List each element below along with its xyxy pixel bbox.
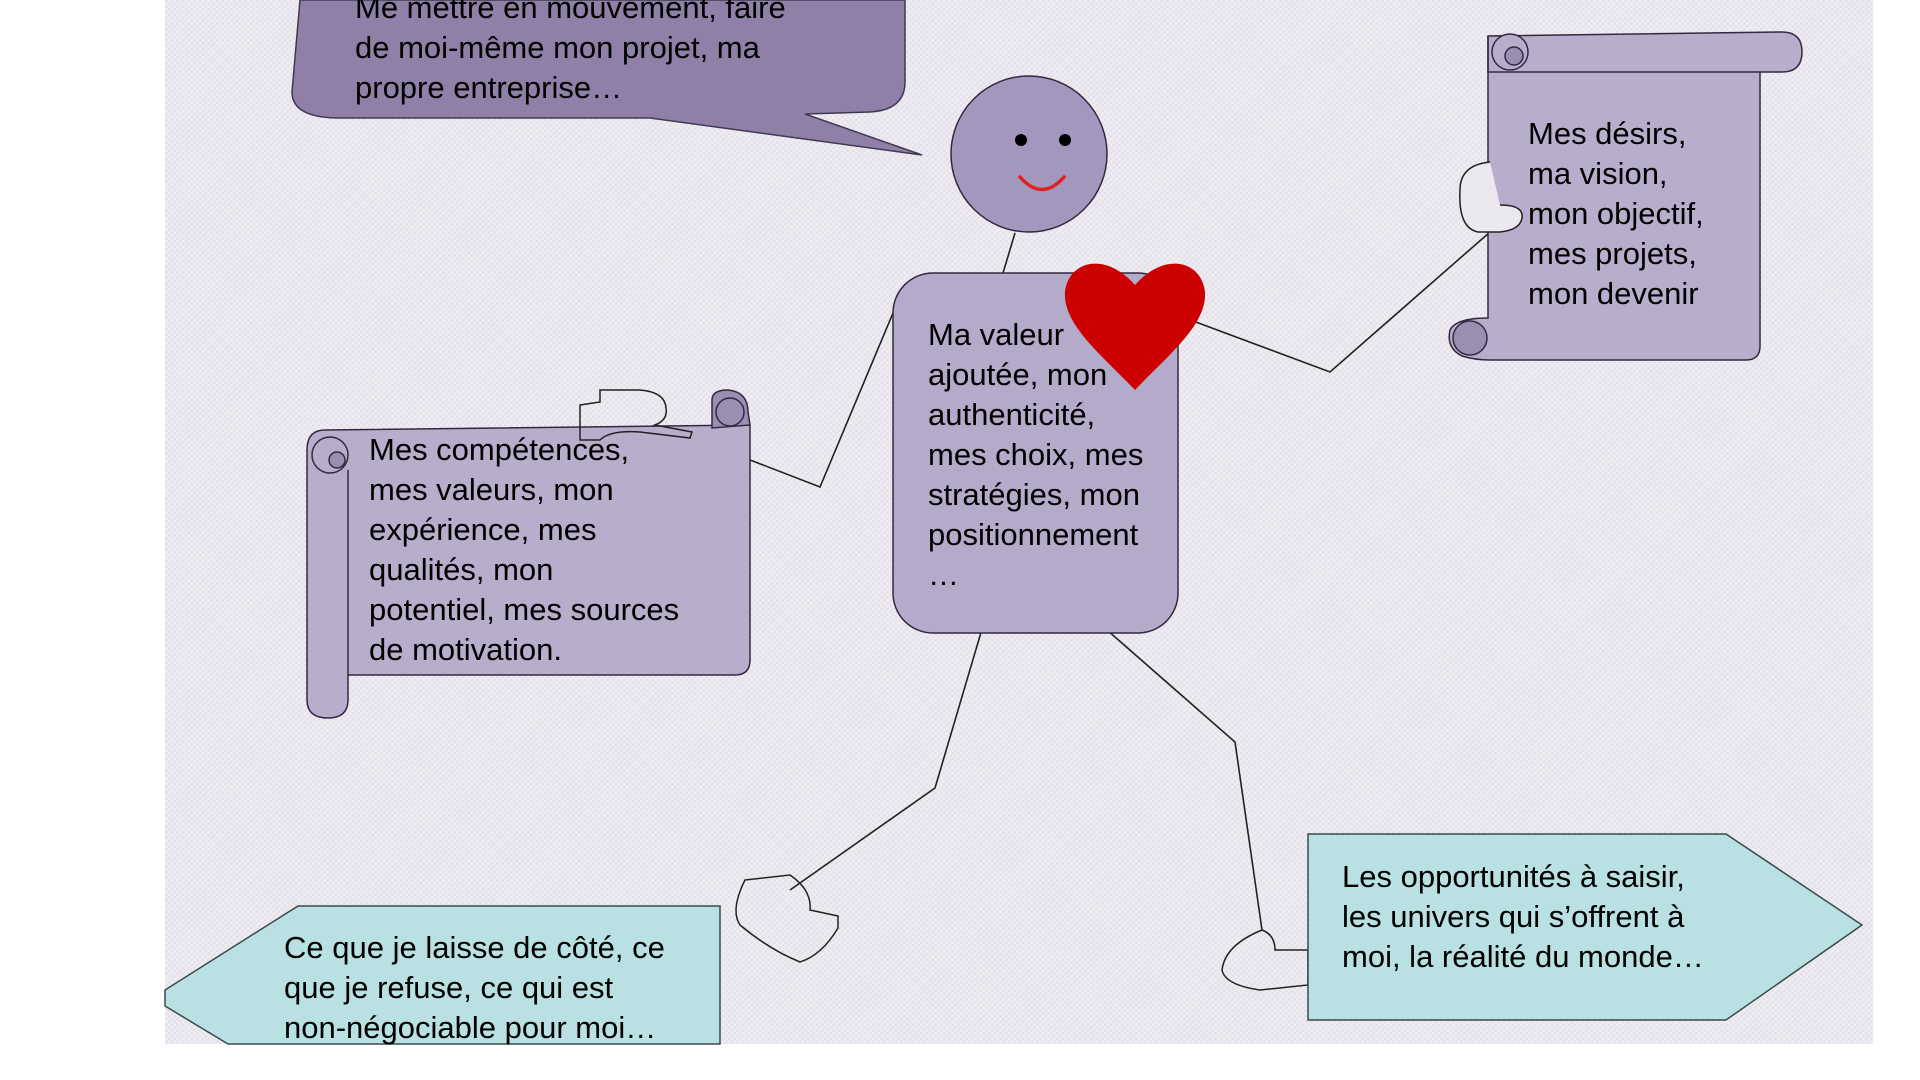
right-hand-icon [1459,161,1523,233]
right-foot-icon [1221,929,1309,991]
figure-body [892,272,1179,634]
heart-icon [1064,263,1206,390]
stick-figure-limbs [744,231,1491,931]
speech-bubble-text: Me mettre en mouvement, faire de moi-mêm… [355,0,786,105]
scroll-left [306,389,751,719]
body-box-text: Ma valeur ajoutée, mon authenticité, mes… [928,317,1144,592]
smiley-face [950,75,1108,233]
arrow-right-text: Les opportunités à saisir, les univers q… [1342,859,1704,974]
scroll-right [1448,31,1803,361]
left-hand-icon [579,389,693,441]
left-foot-icon [735,874,839,963]
arrow-left-shape [164,905,721,1045]
scroll-left-text: Mes compétences, mes valeurs, mon expéri… [369,432,680,667]
arrow-left-text: Ce que je laisse de côté, ce que je refu… [284,930,665,1045]
speech-bubble-top [291,0,923,156]
arrow-right-shape [1307,833,1864,1021]
scroll-right-text: Mes désirs, ma vision, mon objectif, mes… [1528,116,1704,311]
